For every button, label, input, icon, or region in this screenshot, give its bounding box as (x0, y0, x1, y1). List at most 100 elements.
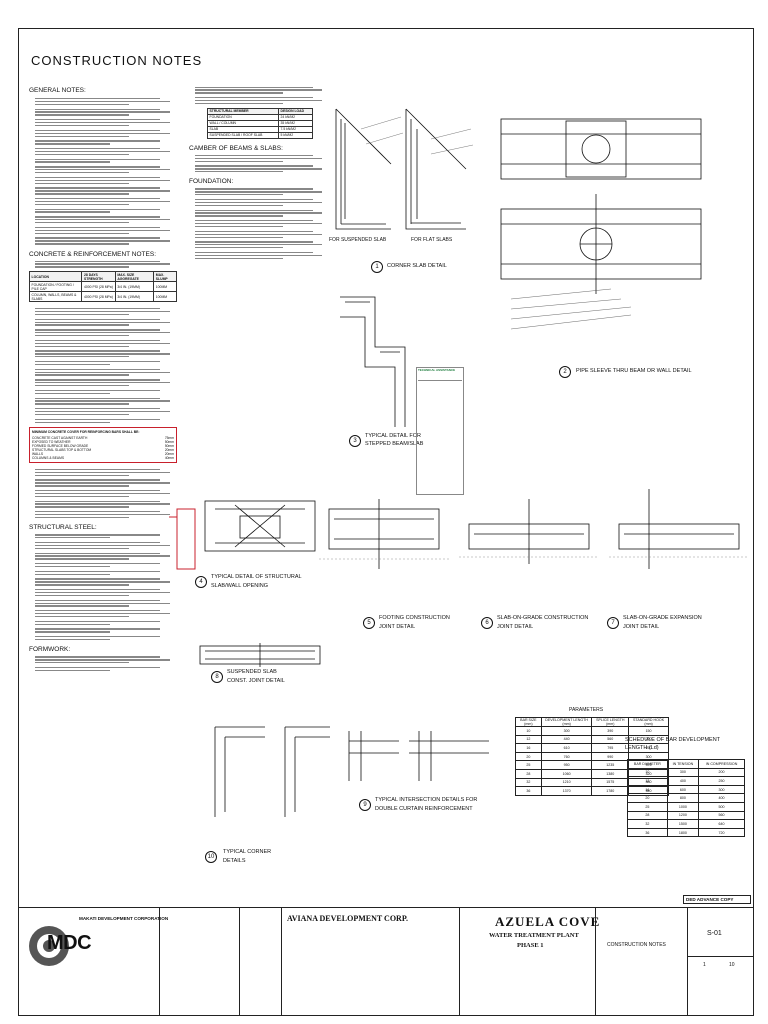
cover-label: COLUMNS & BEAMS (32, 455, 65, 460)
table-header-cell: 28 DAYS STRENGTH (81, 271, 116, 283)
note-paragraph (35, 187, 177, 195)
note-paragraph (35, 226, 177, 234)
table-cell: 1060 (540, 768, 593, 779)
technical-assistance-legend: TECHNICAL ASSISTANCE (416, 367, 464, 495)
note-paragraph (35, 666, 177, 672)
schedule-title: SCHEDULE OF BAR DEVELOPMENT (625, 737, 721, 743)
table-cell: 28 (627, 810, 668, 821)
table-cell: 250 (698, 776, 745, 786)
table-cell: 5 kN/M2 (278, 131, 314, 139)
table-cell: 12 (627, 776, 668, 786)
note-paragraph (35, 408, 177, 416)
note-paragraph (35, 198, 177, 206)
table-cell: 640 (698, 819, 745, 829)
detail-number-10: 10 (205, 851, 217, 863)
table-cell: 1800 (666, 827, 700, 838)
note-paragraph (35, 563, 177, 568)
table-cell: 16 (515, 743, 542, 753)
table-cell: 36 (515, 786, 542, 796)
note-paragraph (195, 86, 329, 94)
table-header-cell: IN TENSION (666, 759, 700, 769)
table-cell: 500 (698, 801, 745, 812)
note-paragraph (35, 599, 177, 607)
note-paragraph (35, 318, 177, 326)
note-paragraph (35, 656, 177, 664)
concrete-heading: CONCRETE & REINFORCEMENT NOTES: (29, 250, 157, 258)
table-cell: 4000 PSI (28 MPa) (81, 281, 116, 293)
table-header-cell: MAX. SIZE AGGREGATE (114, 271, 155, 283)
note-paragraph (195, 220, 329, 228)
detail-9-title-line1: TYPICAL INTERSECTION DETAILS FOR (375, 797, 478, 803)
note-paragraph (35, 379, 177, 387)
note-paragraph (35, 98, 177, 106)
table-cell: 10 (627, 767, 668, 778)
sheet-total: 10 (729, 962, 735, 968)
detail-number-1: 1 (371, 261, 383, 273)
stamp-text: DED ADVANCE COPY (686, 897, 734, 902)
note-paragraph (35, 166, 177, 174)
table-cell: FOUNDATION / FOOTING / PILE CAP (28, 281, 83, 293)
note-paragraph (35, 468, 177, 476)
note-paragraph (35, 368, 177, 376)
note-paragraph (35, 350, 177, 358)
detail-number-5: 5 (363, 617, 375, 629)
detail-10-title-line2: DETAILS (223, 858, 246, 864)
table-cell: 3/4 IN. (19MM) (114, 281, 155, 293)
note-paragraph (35, 360, 177, 366)
table-cell: 10 (515, 726, 542, 736)
note-paragraph (195, 188, 329, 196)
table-cell: 990 (591, 751, 630, 762)
table-header-cell: IN COMPRESSION (698, 759, 745, 769)
cover-value: 20mm (164, 451, 174, 456)
suspended-slab-drawing (199, 643, 321, 667)
sheet-number: S-01 (707, 930, 722, 937)
note-paragraph (35, 541, 177, 549)
for-suspended-label: FOR SUSPENDED SLAB (329, 237, 387, 243)
note-paragraph (35, 610, 177, 618)
advance-copy-stamp: DED ADVANCE COPY (683, 895, 751, 904)
note-paragraph (35, 237, 177, 245)
detail-number-9: 9 (359, 799, 371, 811)
note-paragraph (35, 308, 177, 316)
general-notes-text (29, 98, 177, 245)
table-cell: 20 (627, 793, 668, 803)
table-cell: 950 (540, 760, 593, 770)
table-cell: 400 (666, 776, 700, 786)
detail-6-title-line2: JOINT DETAIL (497, 624, 534, 630)
detail-4-title-line2: SLAB/WALL OPENING (211, 583, 269, 589)
note-paragraph (35, 418, 177, 423)
detail-2-title: PIPE SLEEVE THRU BEAM OR WALL DETAIL (576, 368, 692, 374)
note-paragraph (35, 397, 177, 405)
formwork-heading: FORMWORK: (29, 646, 71, 654)
table-cell: 100MM (153, 291, 177, 303)
note-paragraph (35, 176, 177, 184)
table-cell: 300 (666, 767, 700, 778)
table-cell: 1000 (666, 801, 700, 812)
note-paragraph (35, 490, 177, 498)
drawing-sheet: CONSTRUCTION NOTES GENERAL NOTES: CONCRE… (18, 28, 754, 1016)
table-cell: 300 (540, 726, 593, 736)
structural-steel-text (29, 534, 177, 641)
cover-value: 20mm (164, 447, 174, 452)
formwork-text (29, 656, 177, 672)
note-paragraph (35, 158, 177, 163)
table-cell: 440 (540, 734, 593, 745)
cover-pointer (169, 508, 196, 570)
detail-number-4: 4 (195, 576, 207, 588)
cover-box-title: MINIMUM CONCRETE COVER FOR REINFORCING B… (32, 429, 140, 434)
detail-number-8: 8 (211, 671, 223, 683)
column-2-notes (189, 86, 329, 105)
table-cell: 795 (591, 743, 630, 753)
note-paragraph (35, 620, 177, 625)
joint-details-drawing (319, 489, 749, 569)
company-name: MAKATI DEVELOPMENT CORPORATION (79, 916, 169, 921)
note-paragraph (35, 636, 177, 641)
detail-number-3: 3 (349, 435, 361, 447)
detail-6-title-line1: SLAB-ON-GRADE CONSTRUCTION (497, 615, 589, 621)
table-cell: 28 (515, 768, 542, 779)
